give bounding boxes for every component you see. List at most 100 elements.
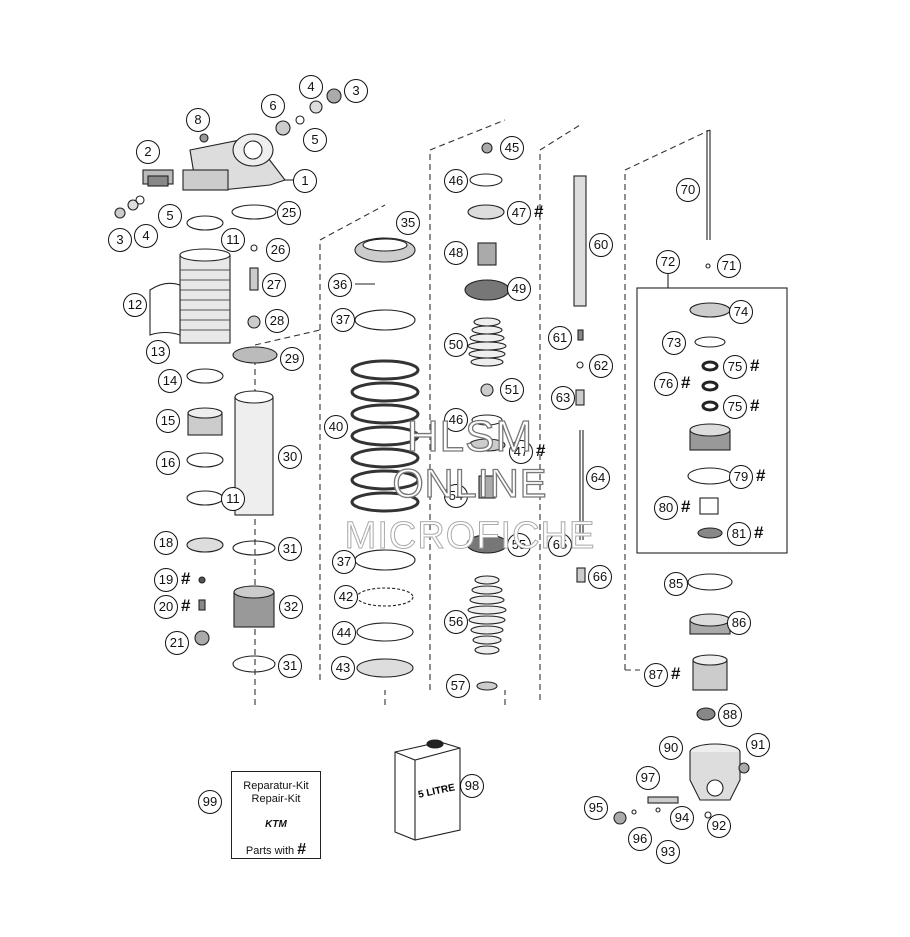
part-callout-62[interactable]: 62 [589,354,613,378]
part-callout-81[interactable]: 81 [727,522,751,546]
part-callout-76[interactable]: 76 [654,372,678,396]
part-callout-98[interactable]: 98 [460,774,484,798]
part-callout-70[interactable]: 70 [676,178,700,202]
part-callout-26[interactable]: 26 [266,238,290,262]
part-callout-96[interactable]: 96 [628,827,652,851]
part-callout-61[interactable]: 61 [548,326,572,350]
part-callout-25[interactable]: 25 [277,201,301,225]
part-callout-92[interactable]: 92 [707,814,731,838]
part-callout-14[interactable]: 14 [158,369,182,393]
part-callout-48[interactable]: 48 [444,241,468,265]
part-callout-4[interactable]: 4 [134,224,158,248]
repair-kit-mark-19: # [181,569,191,588]
repair-kit-mark-79: # [756,466,766,485]
part-callout-87[interactable]: 87 [644,663,668,687]
part-callout-11[interactable]: 11 [221,487,245,511]
part-callout-13[interactable]: 13 [146,340,170,364]
part-callout-15[interactable]: 15 [156,409,180,433]
part-callout-42[interactable]: 42 [334,585,358,609]
part-callout-99[interactable]: 99 [198,790,222,814]
part-callout-64[interactable]: 64 [586,466,610,490]
part-callout-47[interactable]: 47 [509,440,533,464]
part-callout-51[interactable]: 51 [500,378,524,402]
part-callout-72[interactable]: 72 [656,250,680,274]
part-callout-27[interactable]: 27 [262,273,286,297]
part-callout-91[interactable]: 91 [746,733,770,757]
repair-kit-line-2: Repair-Kit [251,793,301,805]
repair-kit-mark-75: # [750,356,760,375]
part-callout-40[interactable]: 40 [324,415,348,439]
part-callout-90[interactable]: 90 [659,736,683,760]
part-callout-5[interactable]: 5 [158,204,182,228]
part-callout-31[interactable]: 31 [278,537,302,561]
ktm-logo: KTM [265,819,287,830]
part-callout-79[interactable]: 79 [729,465,753,489]
part-callout-49[interactable]: 49 [507,277,531,301]
part-callout-46[interactable]: 46 [444,169,468,193]
part-callout-88[interactable]: 88 [718,703,742,727]
part-callout-8[interactable]: 8 [186,108,210,132]
part-callout-47[interactable]: 47 [507,201,531,225]
part-callout-45[interactable]: 45 [500,136,524,160]
part-callout-55[interactable]: 55 [507,533,531,557]
part-callout-12[interactable]: 12 [123,293,147,317]
part-callout-32[interactable]: 32 [279,595,303,619]
part-callout-2[interactable]: 2 [136,140,160,164]
part-callout-60[interactable]: 60 [589,233,613,257]
part-callout-5[interactable]: 5 [303,128,327,152]
part-callout-75[interactable]: 75 [723,395,747,419]
part-callout-4[interactable]: 4 [299,75,323,99]
part-callout-44[interactable]: 44 [332,621,356,645]
part-callout-97[interactable]: 97 [636,766,660,790]
part-callout-29[interactable]: 29 [280,347,304,371]
part-callout-11[interactable]: 11 [221,228,245,252]
repair-kit-mark-76: # [681,373,691,392]
part-callout-18[interactable]: 18 [154,531,178,555]
part-callout-37[interactable]: 37 [332,550,356,574]
part-callout-3[interactable]: 3 [108,228,132,252]
part-callout-54[interactable]: 54 [444,484,468,508]
parts-with-text: Parts with [245,845,295,857]
parts-with-mark: # [297,841,307,858]
part-callout-21[interactable]: 21 [165,631,189,655]
part-callout-19[interactable]: 19 [154,568,178,592]
part-callout-36[interactable]: 36 [328,273,352,297]
part-callout-16[interactable]: 16 [156,451,180,475]
repair-kit-mark-75: # [750,396,760,415]
part-callout-94[interactable]: 94 [670,806,694,830]
part-callout-20[interactable]: 20 [154,595,178,619]
part-callout-73[interactable]: 73 [662,331,686,355]
part-callout-56[interactable]: 56 [444,610,468,634]
part-callout-71[interactable]: 71 [717,254,741,278]
part-callout-31[interactable]: 31 [278,654,302,678]
part-callout-80[interactable]: 80 [654,496,678,520]
repair-kit-mark-81: # [754,523,764,542]
part-callout-63[interactable]: 63 [551,386,575,410]
part-callout-50[interactable]: 50 [444,333,468,357]
part-callout-3[interactable]: 3 [344,79,368,103]
part-callout-37[interactable]: 37 [331,308,355,332]
part-callout-74[interactable]: 74 [729,300,753,324]
repair-kit-mark-47: # [536,441,546,460]
repair-kit-mark-87: # [671,664,681,683]
part-callout-6[interactable]: 6 [261,94,285,118]
part-callout-1[interactable]: 1 [293,169,317,193]
repair-kit-line-1: Reparatur-Kit [243,780,309,792]
part-callout-28[interactable]: 28 [265,309,289,333]
part-callout-86[interactable]: 86 [727,611,751,635]
part-callout-65[interactable]: 65 [548,533,572,557]
repair-kit-box: Reparatur-Kit Repair-Kit KTM Parts with … [231,771,321,859]
part-callout-95[interactable]: 95 [584,796,608,820]
part-callout-66[interactable]: 66 [588,565,612,589]
repair-kit-mark-20: # [181,596,191,615]
part-callout-57[interactable]: 57 [446,674,470,698]
part-callout-75[interactable]: 75 [723,355,747,379]
part-callout-46[interactable]: 46 [444,408,468,432]
part-callout-93[interactable]: 93 [656,840,680,864]
part-callout-30[interactable]: 30 [278,445,302,469]
part-callout-35[interactable]: 35 [396,211,420,235]
part-callout-43[interactable]: 43 [331,656,355,680]
repair-kit-mark-80: # [681,497,691,516]
part-callout-85[interactable]: 85 [664,572,688,596]
